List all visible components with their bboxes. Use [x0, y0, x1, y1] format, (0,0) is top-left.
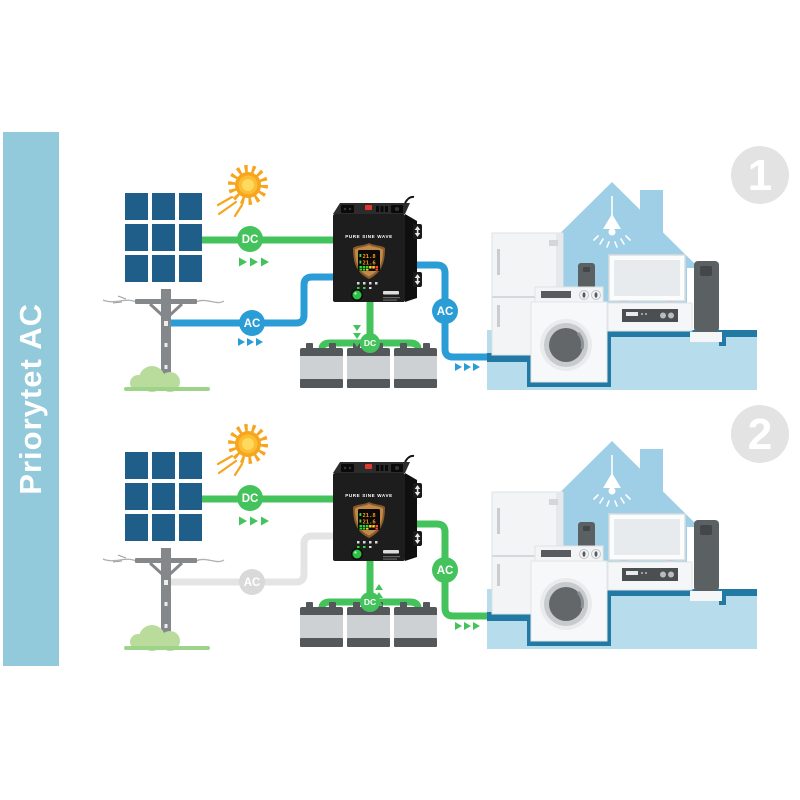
step-number: 2 [748, 410, 772, 459]
step-number-badge: 2 [731, 405, 789, 463]
grid-ac-line [162, 273, 338, 327]
grid-ac-badge-label: AC [244, 577, 261, 589]
battery-dc-badge: DC [360, 592, 380, 612]
output-ac-badge-label: AC [437, 306, 454, 318]
scenario-1-diagram: DC AC AC DC [101, 146, 789, 394]
step-number-badge: 1 [731, 146, 789, 204]
dc-source-badge-label: DC [242, 234, 259, 246]
grid-ac-badge: AC [239, 569, 265, 595]
grid-ac-flow-arrows [238, 338, 263, 346]
output-ac-badge: AC [432, 557, 458, 583]
priority-mode-banner: Priorytet AC [3, 132, 59, 666]
dc-source-badge: DC [237, 226, 263, 252]
scenario-2-diagram: DC AC AC DC [101, 405, 789, 653]
output-ac-flow-arrows [455, 363, 480, 371]
battery-dc-badge-label: DC [364, 597, 376, 607]
grid-ac-badge-label: AC [244, 318, 261, 330]
battery-dc-badge-label: DC [364, 338, 376, 348]
dc-source-badge-label: DC [242, 493, 259, 505]
output-ac-badge-label: AC [437, 565, 454, 577]
step-number: 1 [748, 151, 772, 200]
grid-ac-badge: AC [239, 310, 265, 336]
dc-flow-arrows [239, 257, 269, 267]
battery-flow-arrows [353, 325, 361, 347]
battery-dc-badge: DC [360, 333, 380, 353]
dc-flow-arrows [239, 516, 269, 526]
output-ac-badge: AC [432, 298, 458, 324]
dc-source-badge: DC [237, 485, 263, 511]
battery-flow-arrows [375, 584, 383, 606]
grid-ac-line [162, 532, 338, 586]
output-ac-flow-arrows [455, 622, 480, 630]
